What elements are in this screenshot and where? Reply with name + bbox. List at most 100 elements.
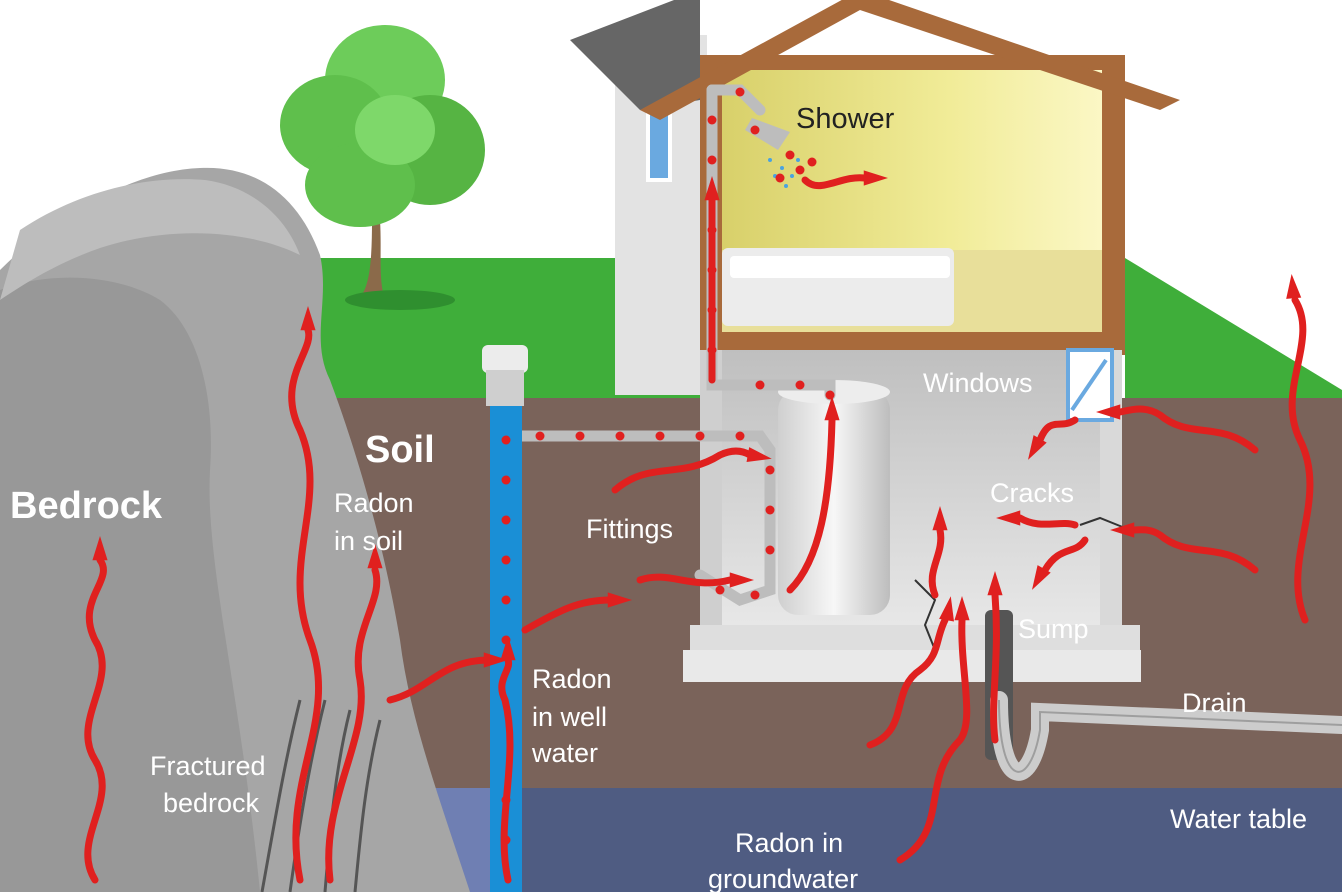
label-cracks: Cracks	[990, 478, 1074, 508]
basement-right-wall	[1100, 350, 1122, 670]
label-sump: Sump	[1018, 614, 1089, 644]
arrow-soil-tall	[288, 326, 322, 884]
radon-dot	[765, 505, 775, 515]
label-radon-well-3: water	[531, 738, 598, 768]
bathtub	[722, 248, 954, 326]
radon-dot	[501, 635, 511, 645]
radon-dot	[750, 590, 760, 600]
roof-trim	[640, 0, 1180, 120]
radon-dot	[765, 465, 775, 475]
basement-left-wall	[700, 350, 722, 660]
arrow-crack-2-head	[1032, 565, 1051, 590]
label-drain: Drain	[1182, 688, 1247, 718]
arrow-right-head	[1286, 274, 1302, 299]
radon-dot	[707, 225, 717, 235]
label-water-table: Water table	[1170, 804, 1307, 834]
arrow-fittings-2-head	[729, 572, 754, 588]
arrow-bedrock-head	[92, 536, 108, 561]
label-soil: Soil	[365, 429, 435, 471]
radon-dot	[715, 585, 725, 595]
radon-arrows	[84, 170, 1314, 884]
arrow-sump-2	[896, 616, 971, 864]
arrow-floor	[928, 526, 945, 599]
radon-dot	[707, 265, 717, 275]
arrow-sump-2-head	[954, 596, 970, 621]
radon-dot	[735, 431, 745, 441]
radon-dot	[501, 555, 511, 565]
radon-dot	[785, 150, 795, 160]
arrow-window-2	[1116, 405, 1259, 454]
radon-dot	[825, 390, 835, 400]
arrow-pipe-up-head	[704, 176, 720, 201]
arrow-to-well	[386, 656, 494, 704]
arrow-crack-1	[1016, 514, 1079, 529]
radon-dot	[707, 115, 717, 125]
radon-dot	[575, 431, 585, 441]
radon-dot	[807, 157, 817, 167]
radon-dot	[735, 87, 745, 97]
label-windows: Windows	[923, 368, 1033, 398]
radon-dot	[615, 431, 625, 441]
arrow-to-fittings-head	[607, 592, 632, 608]
radon-dot	[695, 431, 705, 441]
arrow-right	[1288, 296, 1314, 624]
radon-dot	[765, 545, 775, 555]
floor-cracks	[914, 516, 1126, 651]
arrow-shower-head	[863, 170, 888, 186]
label-fractured-1: Fractured	[150, 751, 266, 781]
radon-dot	[501, 515, 511, 525]
arrow-floor-head	[932, 506, 948, 531]
arrow-fittings-1-head	[746, 447, 772, 463]
arrow-soil-tall-head	[300, 306, 316, 331]
radon-dot	[795, 165, 805, 175]
arrow-crack-3-head	[1110, 522, 1135, 538]
radon-dot	[501, 795, 511, 805]
bedrock-highlight	[0, 179, 300, 300]
arrow-fittings-1	[611, 447, 754, 494]
radon-dot	[707, 345, 717, 355]
arrow-crack-3	[1129, 526, 1259, 574]
radon-dot	[501, 835, 511, 845]
well-pipe	[482, 345, 528, 892]
radon-dot	[707, 155, 717, 165]
arrow-bedrock	[84, 556, 107, 884]
arrow-crack-1-head	[996, 510, 1021, 526]
radon-dot	[655, 431, 665, 441]
label-fittings: Fittings	[586, 514, 673, 544]
label-bedrock: Bedrock	[10, 485, 163, 527]
radon-dot	[750, 125, 760, 135]
radon-dot	[707, 305, 717, 315]
radon-dot	[775, 173, 785, 183]
arrow-sump-1-head	[939, 596, 955, 622]
arrow-shower	[801, 174, 869, 189]
label-radon-gw-2: groundwater	[708, 864, 858, 892]
arrow-to-well-head	[483, 652, 508, 668]
label-radon-soil-2: in soil	[334, 526, 403, 556]
radon-dot	[795, 380, 805, 390]
radon-dot	[501, 595, 511, 605]
radon-dot	[755, 380, 765, 390]
radon-dot	[501, 475, 511, 485]
arrow-tank	[786, 416, 836, 594]
radon-dot	[535, 431, 545, 441]
basement-window	[1066, 348, 1114, 422]
grass-right	[1125, 258, 1342, 400]
arrow-window-2-head	[1096, 404, 1121, 420]
radon-dots	[501, 87, 835, 845]
arrow-fittings-2	[636, 573, 734, 587]
label-radon-well-2: in well	[532, 702, 607, 732]
arrow-sump-3	[990, 591, 1000, 744]
arrow-sump-3-head	[987, 571, 1003, 596]
tree	[280, 25, 485, 310]
arrow-soil-mid-head	[367, 544, 383, 569]
arrow-window-1	[1036, 416, 1079, 444]
arrow-to-fittings	[521, 596, 614, 634]
arrow-sump-1	[866, 616, 949, 749]
arrow-tank-head	[824, 396, 840, 421]
radon-dot	[501, 435, 511, 445]
label-radon-soil-1: Radon	[334, 488, 414, 518]
arrow-well-up-head	[500, 636, 516, 661]
label-radon-gw-1: Radon in	[735, 828, 843, 858]
bedrock-shadow	[0, 277, 260, 892]
